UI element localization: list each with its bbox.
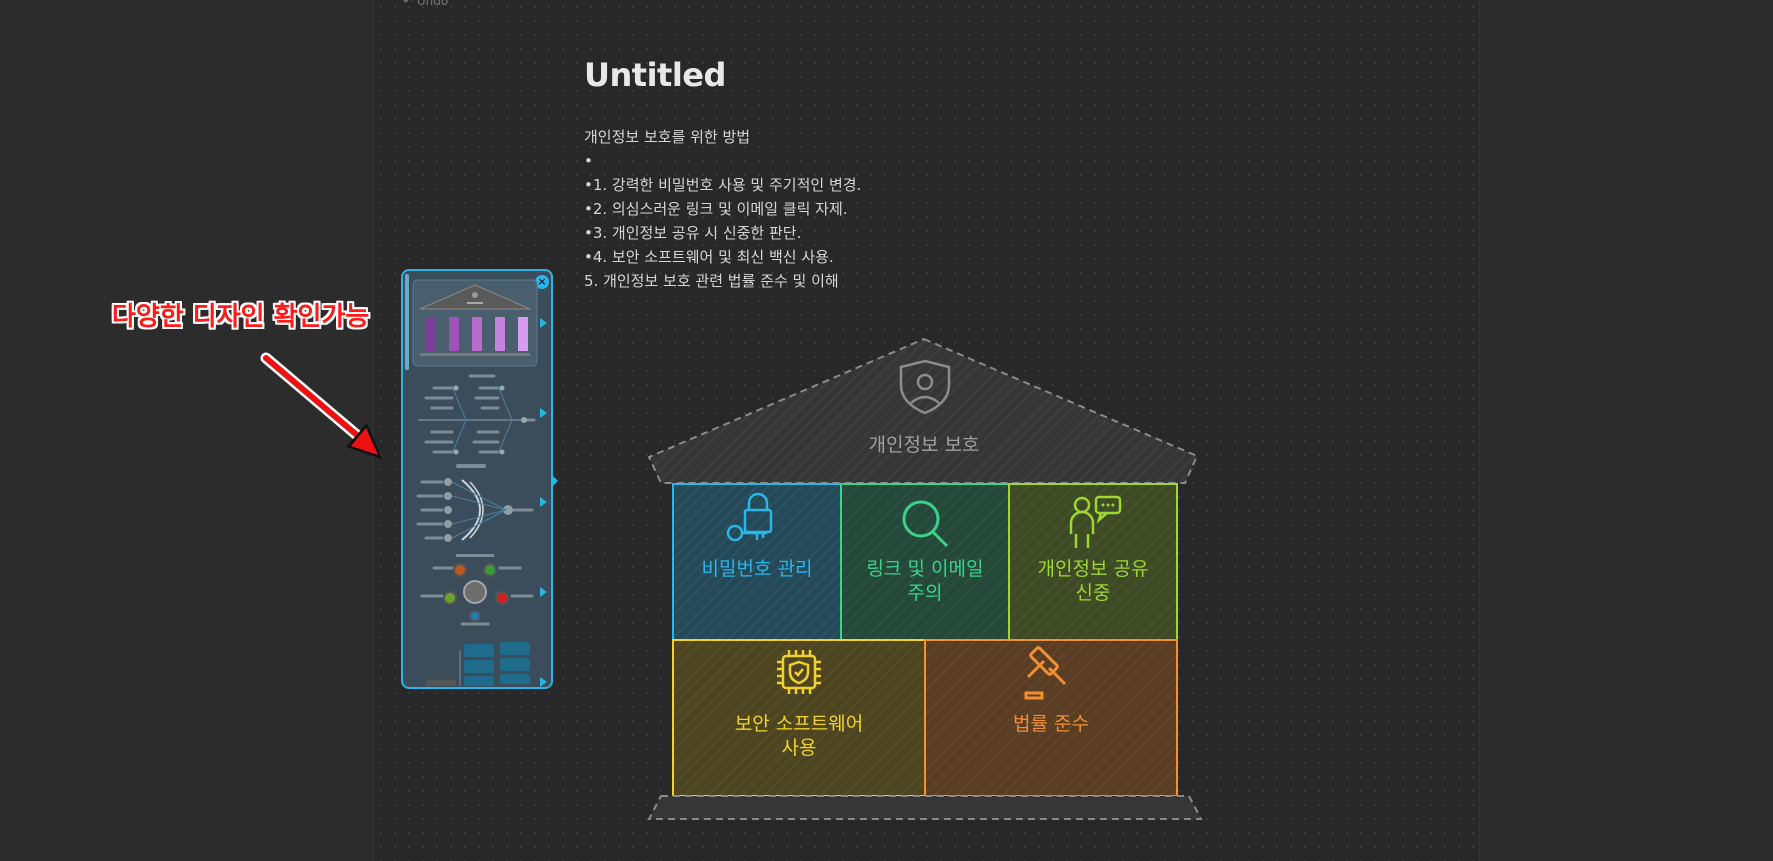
right-margin: [1478, 0, 1773, 861]
card-security-software[interactable]: 보안 소프트웨어 사용: [672, 639, 926, 797]
doc-line[interactable]: •: [584, 152, 593, 170]
magnifier-icon: [902, 500, 949, 548]
card-label: 신중: [1076, 582, 1111, 604]
card-law-compliance[interactable]: 법률 준수: [924, 639, 1178, 797]
template-thumb-fishbone[interactable]: [412, 372, 538, 462]
shield-person-icon: [899, 359, 951, 415]
page-title[interactable]: Untitled: [584, 56, 726, 94]
undo-label: Undo: [416, 0, 449, 8]
infographic-house[interactable]: 개인정보 보호 비밀번호 관리 링크 및 이메일 주의: [645, 337, 1205, 823]
panel-pointer: [551, 474, 558, 488]
thumb-next-icon[interactable]: [540, 587, 547, 597]
left-margin: [0, 0, 373, 861]
panel-scrollbar[interactable]: [405, 274, 409, 370]
card-label: 개인정보 공유: [1038, 558, 1149, 580]
roof-label: 개인정보 보호: [869, 434, 980, 456]
card-label: 보안 소프트웨어: [735, 713, 863, 735]
doc-line[interactable]: •3. 개인정보 공유 시 신중한 판단.: [584, 224, 802, 242]
undo-button[interactable]: ↶ Undo: [403, 0, 448, 8]
close-icon[interactable]: ×: [535, 275, 549, 289]
chip-shield-icon: [777, 650, 821, 694]
undo-icon: ↶: [403, 0, 414, 8]
card-label: 사용: [782, 737, 817, 759]
gavel-icon: [1024, 646, 1067, 700]
template-thumb-temple[interactable]: [412, 279, 538, 367]
card-label: 비밀번호 관리: [702, 558, 813, 580]
doc-line[interactable]: •4. 보안 소프트웨어 및 최신 백신 사용.: [584, 248, 834, 266]
foundation[interactable]: [647, 795, 1203, 820]
doc-line[interactable]: 5. 개인정보 보호 관련 법률 준수 및 이해: [584, 272, 839, 290]
card-info-sharing[interactable]: 개인정보 공유 신중: [1008, 483, 1178, 641]
doc-line[interactable]: •1. 강력한 비밀번호 사용 및 주기적인 변경.: [584, 176, 862, 194]
doc-line[interactable]: 개인정보 보호를 위한 방법: [584, 128, 751, 146]
template-thumb-blocks[interactable]: [412, 638, 538, 688]
thumb-next-icon[interactable]: [540, 408, 547, 418]
card-link-email[interactable]: 링크 및 이메일 주의: [840, 483, 1010, 641]
thumb-next-icon[interactable]: [540, 497, 547, 507]
person-chat-icon: [1069, 495, 1122, 548]
thumb-next-icon[interactable]: [540, 677, 547, 687]
document-body[interactable]: 개인정보 보호를 위한 방법 • •1. 강력한 비밀번호 사용 및 주기적인 …: [584, 125, 861, 293]
card-label: 링크 및 이메일: [867, 558, 984, 580]
template-thumb-hub[interactable]: [412, 552, 538, 628]
lock-key-icon: [726, 492, 773, 542]
card-password[interactable]: 비밀번호 관리: [672, 483, 842, 641]
thumb-next-icon[interactable]: [540, 318, 547, 328]
annotation-label: 다양한 디자인 확인가능: [112, 302, 370, 332]
doc-line[interactable]: •2. 의심스러운 링크 및 이메일 클릭 자제.: [584, 200, 848, 218]
annotation-arrow: [260, 352, 382, 459]
card-label: 법률 준수: [1013, 713, 1089, 735]
card-label: 주의: [908, 582, 943, 604]
template-thumb-funnel[interactable]: [412, 464, 538, 546]
